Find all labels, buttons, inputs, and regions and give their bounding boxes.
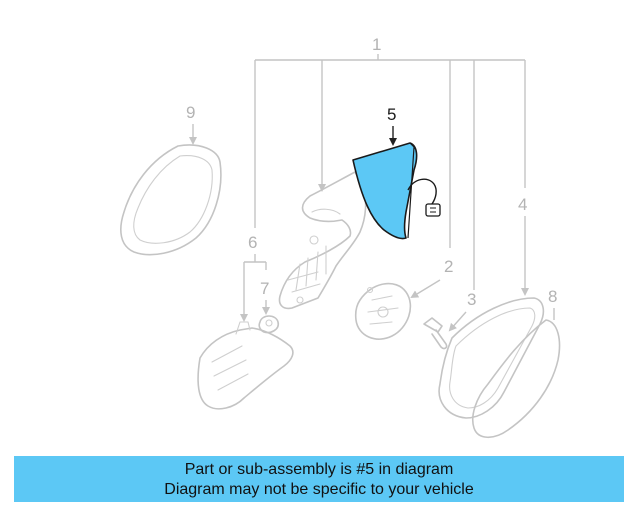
callout-9: 9 [186, 103, 195, 122]
part-4-back-housing: 4 [438, 195, 545, 419]
part-info-banner: Part or sub-assembly is #5 in diagram Di… [14, 456, 624, 502]
callout-8: 8 [548, 287, 557, 306]
callout-1: 1 [372, 35, 381, 54]
part-3-screw: 3 [423, 290, 476, 350]
part-9-mirror-cover: 9 [120, 103, 222, 256]
mirror-housing [278, 171, 367, 310]
part-8-outer-glass: 8 [472, 287, 561, 439]
callout-7: 7 [260, 279, 269, 298]
callout-3: 3 [467, 290, 476, 309]
banner-line-2: Diagram may not be specific to your vehi… [164, 481, 474, 498]
callout-4: 4 [518, 195, 527, 214]
callout-5: 5 [387, 105, 396, 124]
callout-6: 6 [248, 233, 257, 252]
glass-wire [407, 178, 437, 205]
part-7-clip: 7 [258, 279, 280, 334]
banner-line-1: Part or sub-assembly is #5 in diagram [184, 461, 454, 478]
callout-2: 2 [444, 257, 453, 276]
part-2-motor: 2 [354, 257, 453, 340]
highlighted-glass-shape [352, 142, 418, 240]
parts-diagram: 1 9 5 2 [120, 35, 561, 439]
callout-1-bracket: 1 [254, 35, 526, 290]
part-5-mirror-glass: 5 [352, 105, 441, 240]
part-6-mirror-base: 6 [197, 233, 294, 410]
glass-connector [425, 203, 441, 217]
